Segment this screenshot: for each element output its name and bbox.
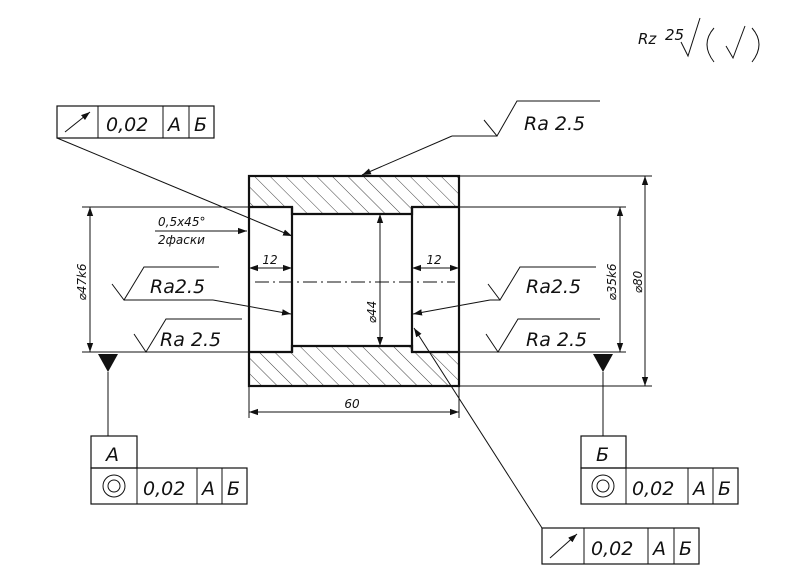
left-bore-diameter-label: ⌀47k6 — [75, 263, 89, 300]
concentric-left-datum-a: A — [200, 478, 215, 500]
general-roughness: Rz 25 — [638, 17, 760, 63]
runout-arrow-icon — [549, 533, 578, 559]
roughness-symbol-icon — [111, 266, 219, 301]
roughness-right-lower: Ra 2.5 — [485, 318, 600, 353]
datum-triangle-icon — [593, 354, 613, 372]
runout-top-value: 0,02 — [106, 114, 148, 136]
datum-triangle-icon — [98, 354, 118, 372]
concentric-left-value: 0,02 — [143, 478, 185, 500]
concentricity-icon — [591, 474, 615, 498]
general-roughness-param: Rz — [638, 30, 657, 48]
roughness-symbol-icon — [483, 100, 600, 137]
roughness-symbol-icon — [680, 17, 701, 58]
runout-bottom-datum-a: A — [651, 538, 666, 560]
outer-diameter-label: ⌀80 — [631, 270, 645, 293]
left-recess-width-label: 12 — [262, 253, 277, 267]
roughness-top: Ra 2.5 — [361, 100, 600, 176]
part-outline — [247, 174, 461, 388]
roughness-right-upper-label: Ra2.5 — [526, 276, 581, 298]
roughness-left-lower-label: Ra 2.5 — [160, 329, 221, 351]
hatch-bottom — [249, 352, 459, 386]
datum-a-label: A — [104, 444, 119, 466]
tolerance-frame-concentric-right: 0,02 A Б — [580, 467, 739, 505]
concentric-left-datum-b: Б — [227, 478, 240, 500]
bracket-open-icon — [706, 27, 715, 63]
concentric-right-datum-b: Б — [718, 478, 731, 500]
concentric-right-value: 0,02 — [632, 478, 674, 500]
datum-b: Б — [580, 354, 627, 469]
roughness-top-label: Ra 2.5 — [524, 113, 585, 135]
roughness-left-lower: Ra 2.5 — [133, 318, 242, 353]
inner-diameter-label: ⌀44 — [365, 301, 379, 324]
bracket-close-icon — [751, 27, 760, 63]
chamfer-note: 2фаски — [158, 233, 205, 247]
hatch-top — [249, 176, 459, 207]
right-bore-diameter-label: ⌀35k6 — [605, 263, 619, 300]
datum-a: A — [90, 354, 138, 469]
general-roughness-value: 25 — [665, 26, 684, 44]
runout-bottom-value: 0,02 — [591, 538, 633, 560]
roughness-symbol-icon — [487, 266, 596, 301]
tolerance-frame-runout-top: 0,02 A Б — [56, 105, 293, 237]
roughness-left-upper: Ra2.5 — [111, 266, 292, 316]
right-recess-width-label: 12 — [426, 253, 441, 267]
runout-arrow-icon — [64, 111, 91, 133]
chamfer-label: 0,5x45° — [158, 215, 205, 229]
roughness-right-lower-label: Ra 2.5 — [526, 329, 587, 351]
runout-top-datum-b: Б — [194, 114, 207, 136]
length-label: 60 — [344, 397, 360, 411]
tolerance-frame-runout-bottom: 0,02 A Б — [413, 327, 700, 565]
dimensions: ⌀80 ⌀35k6 ⌀47k6 ⌀44 60 12 12 0,5x45° 2фа… — [75, 176, 649, 416]
concentricity-icon — [102, 474, 126, 498]
datum-b-label: Б — [596, 444, 609, 466]
extension-lines — [82, 175, 652, 418]
roughness-left-upper-label: Ra2.5 — [150, 276, 205, 298]
roughness-symbol-icon — [725, 25, 746, 60]
runout-top-datum-a: A — [166, 114, 181, 136]
roughness-symbol-icon — [133, 318, 242, 353]
concentric-right-datum-a: A — [691, 478, 706, 500]
runout-bottom-datum-b: Б — [679, 538, 692, 560]
roughness-symbol-icon — [485, 318, 600, 353]
tolerance-frame-concentric-left: 0,02 A Б — [90, 467, 248, 505]
roughness-right-upper: Ra2.5 — [412, 266, 596, 316]
